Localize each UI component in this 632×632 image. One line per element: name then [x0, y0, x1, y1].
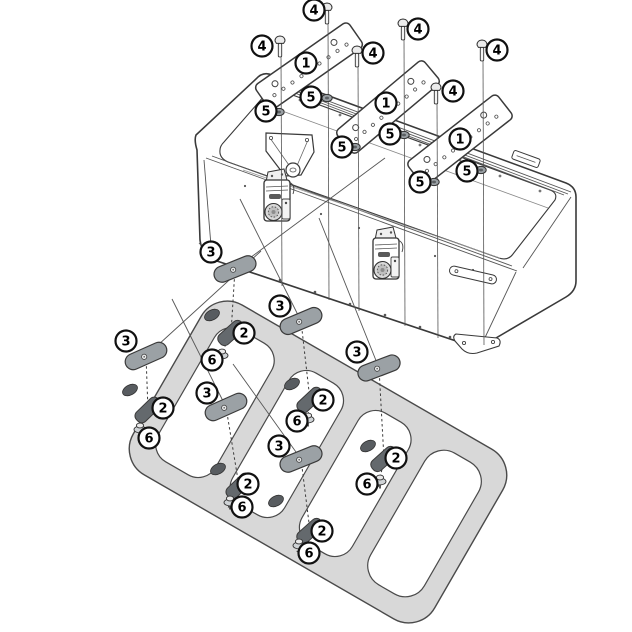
callout-3: 3 — [267, 434, 291, 458]
svg-text:4: 4 — [413, 23, 422, 38]
callout-2: 2 — [151, 396, 175, 420]
trim-bracket — [448, 265, 498, 285]
funnel-bracket — [265, 132, 315, 178]
callout-3: 3 — [199, 240, 223, 264]
alignment-dotted-line — [219, 268, 236, 363]
svg-text:5: 5 — [261, 105, 270, 120]
svg-text:2: 2 — [243, 478, 252, 493]
callout-6: 6 — [137, 426, 161, 450]
screw-axis-line — [357, 63, 360, 312]
callout-4: 4 — [302, 0, 326, 22]
callout-4: 4 — [441, 79, 465, 103]
callouts-layer: 1 1 1 2 2 2 2 2 2 3 3 3 3 3 3 4 4 4 4 4 4 5 5 5 5 5 5 6 6 6 6 6 6 — [114, 0, 509, 565]
svg-text:5: 5 — [306, 91, 315, 106]
washer — [321, 93, 333, 103]
top-screw — [430, 82, 442, 105]
pad-end-bump — [120, 381, 140, 399]
callout-1: 1 — [374, 91, 398, 115]
callout-1: 1 — [294, 51, 318, 75]
leader-line — [318, 217, 380, 369]
screw-axis-line — [482, 57, 485, 346]
svg-text:5: 5 — [385, 128, 394, 143]
svg-text:6: 6 — [237, 501, 246, 516]
svg-text:3: 3 — [275, 300, 284, 315]
leader-line — [239, 198, 302, 322]
screw-axis-line — [327, 20, 330, 301]
callout-2: 2 — [310, 519, 334, 543]
svg-text:2: 2 — [158, 402, 167, 417]
svg-text:5: 5 — [337, 141, 346, 156]
callout-3: 3 — [114, 329, 138, 353]
svg-text:2: 2 — [318, 394, 327, 409]
callout-3: 3 — [345, 340, 369, 364]
svg-text:4: 4 — [448, 85, 457, 100]
svg-text:4: 4 — [368, 47, 377, 62]
callout-4: 4 — [250, 34, 274, 58]
top-case — [194, 72, 577, 355]
callout-5: 5 — [254, 99, 278, 123]
callout-5: 5 — [455, 159, 479, 183]
svg-text:1: 1 — [301, 57, 310, 72]
callout-4: 4 — [361, 41, 385, 65]
screw-axis-line — [280, 53, 283, 287]
svg-text:5: 5 — [415, 176, 424, 191]
callout-5: 5 — [408, 170, 432, 194]
callout-4: 4 — [406, 17, 430, 41]
svg-text:5: 5 — [462, 165, 471, 180]
svg-text:2: 2 — [239, 327, 248, 342]
callout-2: 2 — [311, 388, 335, 412]
screw-axis-lines — [280, 20, 485, 346]
callout-6: 6 — [285, 409, 309, 433]
callout-6: 6 — [230, 495, 254, 519]
svg-text:3: 3 — [121, 335, 130, 350]
corner-foot-right — [453, 333, 501, 355]
callout-5: 5 — [330, 135, 354, 159]
callout-6: 6 — [297, 541, 321, 565]
callout-6: 6 — [355, 472, 379, 496]
callout-5: 5 — [299, 85, 323, 109]
callout-4: 4 — [485, 38, 509, 62]
top-screw — [351, 45, 363, 68]
svg-text:1: 1 — [381, 97, 390, 112]
svg-text:3: 3 — [274, 440, 283, 455]
screw-axis-line — [436, 100, 439, 339]
svg-text:2: 2 — [317, 525, 326, 540]
callout-5: 5 — [378, 122, 402, 146]
svg-text:3: 3 — [352, 346, 361, 361]
callout-1: 1 — [448, 127, 472, 151]
callout-3: 3 — [195, 381, 219, 405]
callout-2: 2 — [236, 472, 260, 496]
svg-text:6: 6 — [207, 354, 216, 369]
svg-text:4: 4 — [309, 4, 318, 19]
svg-text:6: 6 — [292, 415, 301, 430]
svg-text:3: 3 — [206, 246, 215, 261]
svg-text:4: 4 — [257, 40, 266, 55]
rear-latch — [511, 150, 541, 168]
svg-text:6: 6 — [304, 547, 313, 562]
svg-text:1: 1 — [455, 133, 464, 148]
svg-text:6: 6 — [362, 478, 371, 493]
leader-line — [234, 157, 386, 270]
top-screw — [274, 35, 286, 58]
svg-text:6: 6 — [144, 432, 153, 447]
callout-6: 6 — [200, 348, 224, 372]
svg-text:4: 4 — [492, 44, 501, 59]
callout-3: 3 — [268, 294, 292, 318]
callout-2: 2 — [232, 321, 256, 345]
svg-text:3: 3 — [202, 387, 211, 402]
svg-text:2: 2 — [391, 452, 400, 467]
screw-axis-line — [403, 36, 406, 327]
callout-2: 2 — [384, 446, 408, 470]
